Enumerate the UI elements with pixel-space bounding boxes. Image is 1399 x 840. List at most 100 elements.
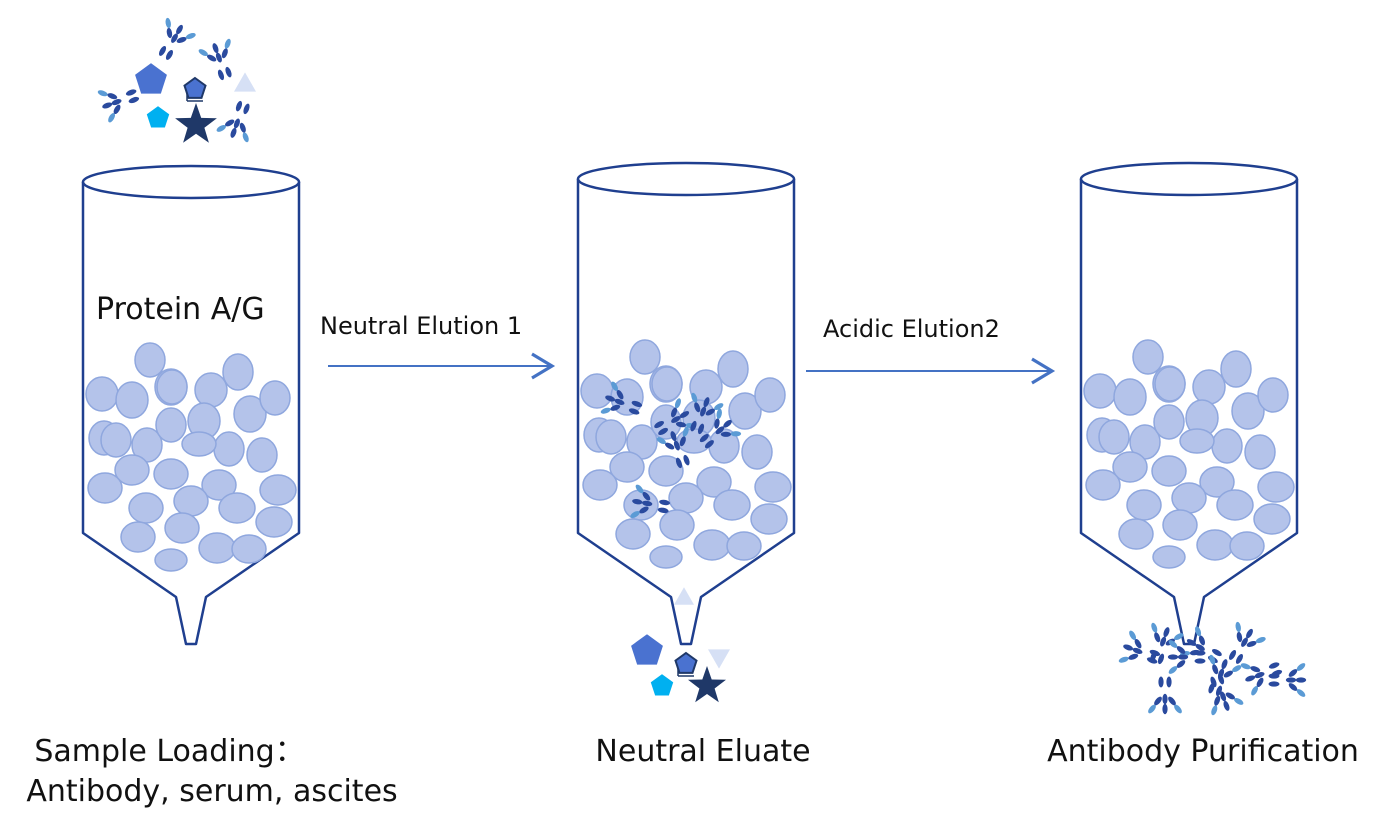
bead-icon bbox=[623, 489, 659, 521]
bead-icon bbox=[1179, 428, 1215, 454]
bead-icon bbox=[134, 342, 166, 378]
bead-icon bbox=[114, 454, 150, 486]
antibody-icon bbox=[214, 96, 262, 145]
sample-mixture bbox=[95, 15, 262, 145]
column-neutral-rim bbox=[576, 161, 796, 197]
step-label-elution2: Acidic Elution2 bbox=[823, 315, 1000, 343]
bead-icon bbox=[1112, 451, 1148, 483]
bead-icon bbox=[1244, 434, 1276, 470]
star-icon bbox=[175, 103, 217, 143]
small-pentagon-mark bbox=[186, 93, 203, 102]
pentagon-icon bbox=[144, 103, 172, 130]
bead-icon bbox=[1229, 531, 1265, 561]
caption-antibody-purification: Antibody Purification bbox=[1047, 734, 1359, 769]
bead-icon bbox=[1231, 392, 1265, 430]
pentagon-icon bbox=[132, 60, 170, 96]
bead-icon bbox=[659, 509, 695, 541]
bead-icon bbox=[1171, 482, 1207, 514]
bead-icon bbox=[726, 531, 762, 561]
bead-icon bbox=[754, 377, 786, 413]
bead-icon bbox=[128, 492, 164, 524]
bead-icon bbox=[1118, 518, 1154, 550]
antibody-icon bbox=[196, 36, 244, 85]
bead-icon bbox=[100, 422, 132, 458]
antibody-icon bbox=[1177, 623, 1229, 675]
neutral-eluate-molecules bbox=[628, 587, 730, 703]
bead-icon bbox=[1216, 489, 1254, 521]
bead-icon bbox=[1153, 404, 1185, 440]
small-pentagon-mark bbox=[677, 668, 694, 677]
bead-icon bbox=[233, 395, 267, 433]
bead-icon bbox=[1113, 378, 1147, 416]
bead-icon bbox=[1098, 419, 1130, 455]
bead-icon bbox=[693, 529, 731, 561]
bead-icon bbox=[615, 518, 651, 550]
star-icon bbox=[688, 666, 726, 703]
bead-icon bbox=[754, 471, 792, 503]
small-pentagon-icon bbox=[674, 651, 698, 674]
column-neutral bbox=[576, 161, 796, 646]
bead-icon bbox=[259, 380, 291, 416]
column-acidic-rim bbox=[1079, 161, 1299, 197]
column-acidic bbox=[1079, 161, 1299, 646]
column-loading-beads bbox=[85, 342, 297, 572]
bead-icon bbox=[580, 373, 614, 409]
bead-icon bbox=[649, 545, 683, 569]
bead-icon bbox=[194, 372, 228, 408]
bead-icon bbox=[154, 548, 188, 572]
bead-icon bbox=[1154, 366, 1186, 402]
bead-icon bbox=[629, 339, 661, 375]
bead-icon bbox=[255, 506, 293, 538]
bead-icon bbox=[750, 503, 788, 535]
bead-icon bbox=[153, 458, 189, 490]
bead-icon bbox=[246, 437, 278, 473]
bead-icon bbox=[1199, 466, 1235, 498]
bead-icon bbox=[87, 472, 123, 504]
bead-icon bbox=[213, 431, 245, 467]
column-acidic-beads bbox=[1083, 339, 1295, 569]
bead-icon bbox=[728, 392, 762, 430]
caption-sample-line1: Sample Loading： bbox=[34, 734, 305, 769]
column-neutral-beads bbox=[580, 339, 792, 569]
purified-antibodies bbox=[1116, 619, 1307, 718]
bead-icon bbox=[85, 376, 119, 412]
caption-sample-loading: Sample Loading： Antibody, serum, ascites bbox=[26, 732, 397, 812]
bead-icon bbox=[231, 534, 267, 564]
bead-icon bbox=[259, 474, 297, 506]
antibody-icon bbox=[1138, 620, 1186, 669]
caption-neutral-eluate: Neutral Eluate bbox=[595, 734, 811, 769]
antibody-icon bbox=[1146, 676, 1184, 715]
column-label: Protein A/G bbox=[96, 292, 265, 327]
bead-icon bbox=[1196, 529, 1234, 561]
triangle-icon bbox=[234, 72, 256, 92]
small-pentagon-icon bbox=[183, 76, 207, 99]
bead-icon bbox=[164, 512, 200, 544]
bead-icon bbox=[156, 369, 188, 405]
bead-icon bbox=[1211, 428, 1243, 464]
bead-icon bbox=[173, 485, 209, 517]
bead-icon bbox=[1253, 503, 1291, 535]
bead-icon bbox=[1152, 545, 1186, 569]
bead-icon bbox=[120, 521, 156, 553]
triangle-icon bbox=[674, 587, 694, 605]
bead-icon bbox=[741, 434, 773, 470]
bead-icon bbox=[1126, 489, 1162, 521]
column-loading bbox=[81, 164, 301, 646]
bead-icon bbox=[696, 466, 732, 498]
antibody-icon bbox=[147, 15, 199, 67]
bead-icon bbox=[155, 407, 187, 443]
bead-icon bbox=[609, 451, 645, 483]
bead-icon bbox=[1257, 377, 1289, 413]
antibody-icon bbox=[1238, 650, 1287, 698]
bead-icon bbox=[1257, 471, 1295, 503]
bead-icon bbox=[1083, 373, 1117, 409]
bead-icon bbox=[222, 353, 254, 391]
bead-icon bbox=[595, 419, 627, 455]
triangle-icon bbox=[708, 649, 730, 669]
bead-icon bbox=[717, 350, 749, 388]
bead-icon bbox=[1192, 369, 1226, 405]
bead-icon bbox=[1132, 339, 1164, 375]
pentagon-icon bbox=[648, 671, 676, 698]
step-label-elution1: Neutral Elution 1 bbox=[320, 312, 523, 340]
